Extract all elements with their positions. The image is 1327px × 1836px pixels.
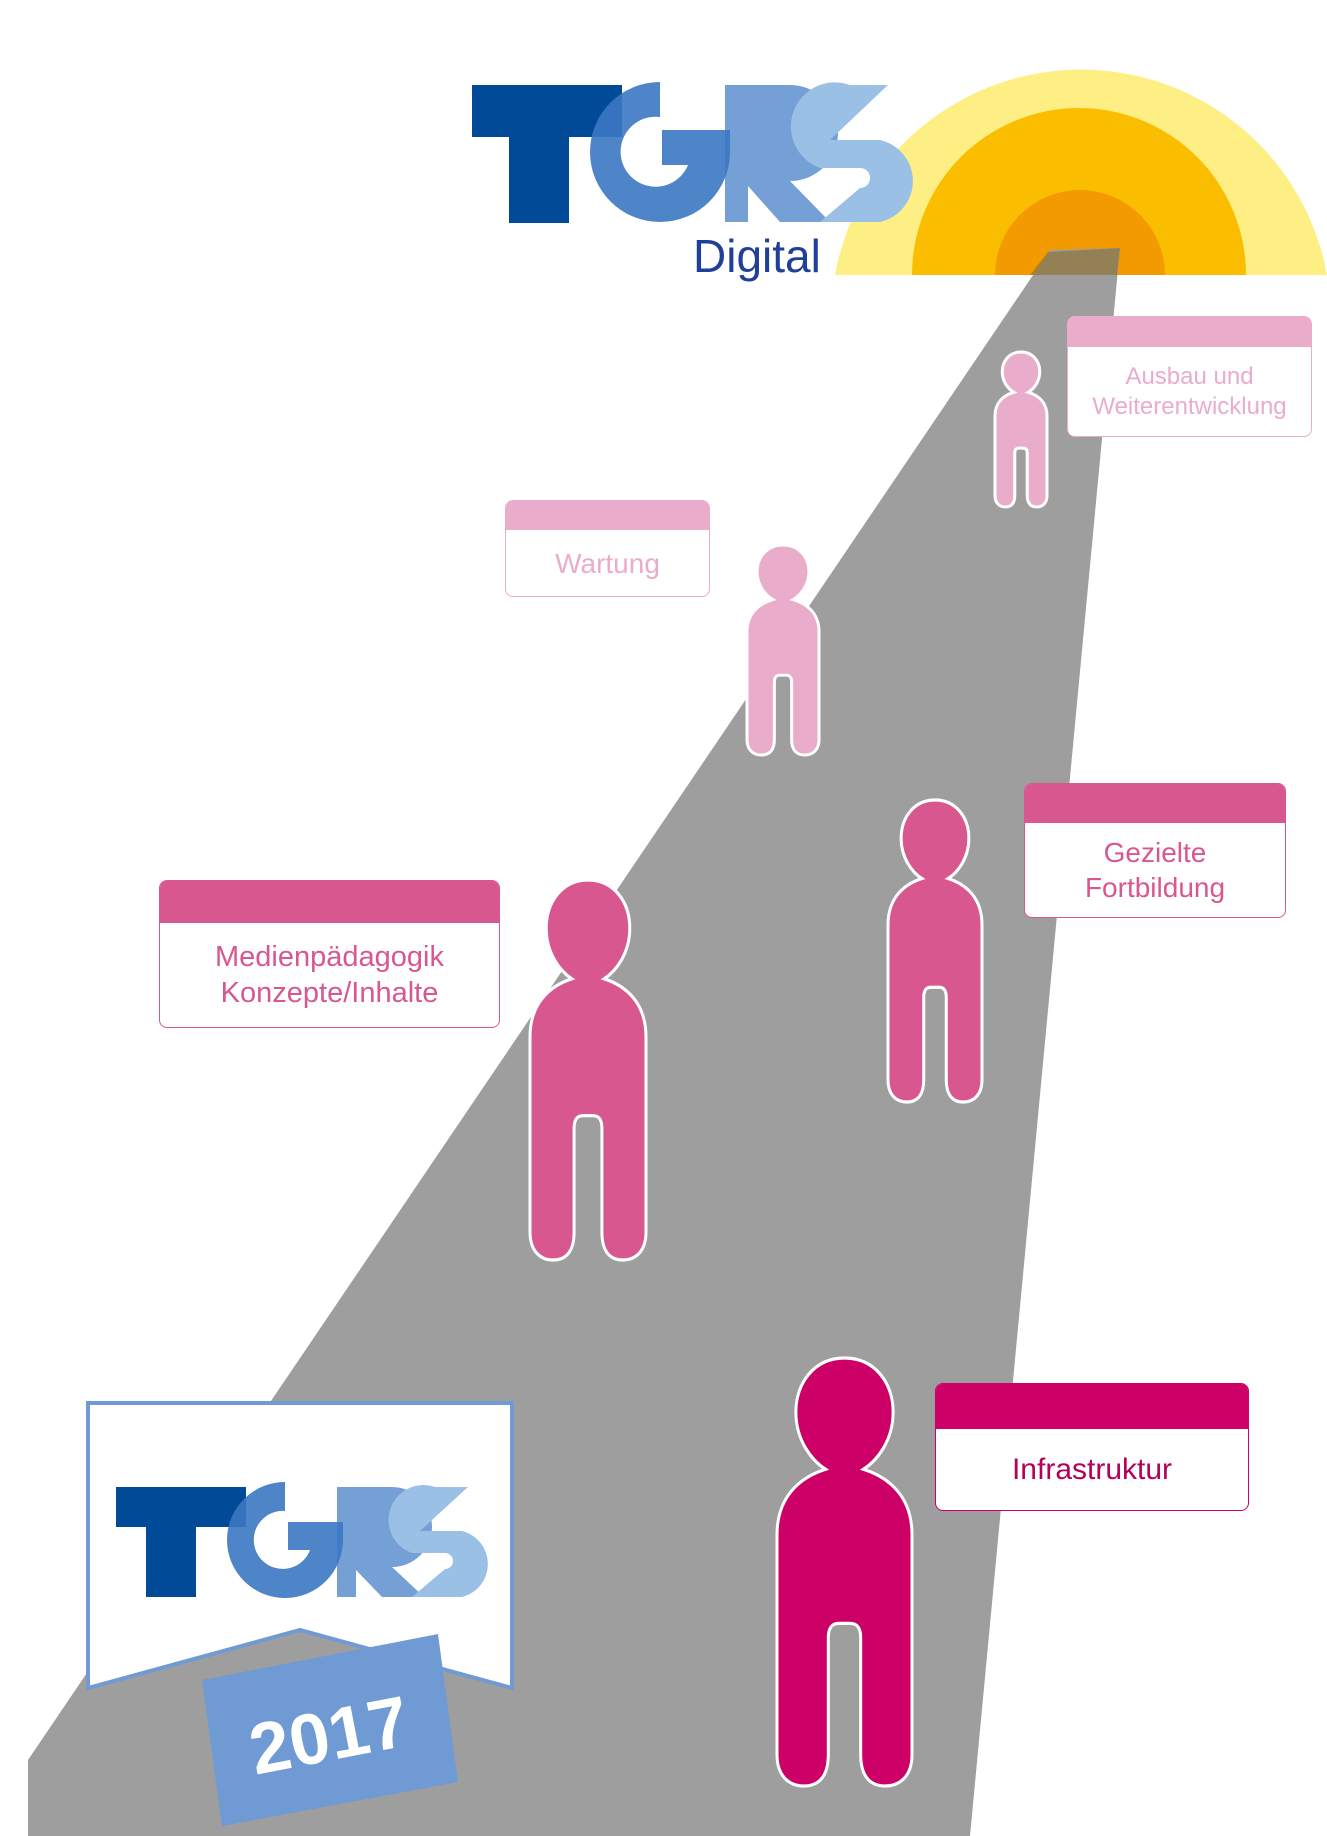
step-label-line: Infrastruktur: [1011, 1452, 1173, 1486]
step-label-infrastruktur: Infrastruktur: [935, 1383, 1249, 1511]
header-logo: [472, 82, 913, 223]
badge-logo-letter-s: [388, 1485, 488, 1597]
badge-logo-letter-t-stem: [146, 1487, 196, 1597]
step-label-text: Wartung: [506, 530, 709, 596]
step-label-wartung: Wartung: [505, 500, 710, 597]
step-label-header: [160, 881, 499, 923]
badge-logo-letter-g: [227, 1482, 343, 1598]
step-label-header: [506, 501, 709, 530]
person-figure-wartung: [745, 543, 821, 757]
step-label-line: Weiterentwicklung: [1092, 392, 1287, 420]
person-figure-ausbau: [993, 350, 1049, 509]
step-label-text: Infrastruktur: [936, 1429, 1248, 1510]
step-label-line: Ausbau und: [1125, 362, 1254, 390]
badge-2017: 2017: [86, 1401, 514, 1826]
step-label-line: Gezielte: [1103, 837, 1207, 868]
step-label-line: Konzepte/Inhalte: [220, 977, 439, 1009]
step-label-header: [1068, 317, 1311, 347]
badge-year-tag: [202, 1634, 458, 1826]
person-figure-infrastruktur: [775, 1356, 914, 1788]
step-label-line: Wartung: [555, 547, 660, 579]
person-figure-medienpaedagogik: [528, 878, 648, 1262]
logo-letter-g: [590, 82, 730, 222]
road-horizon-shadow: [1030, 248, 1120, 275]
step-label-header: [936, 1384, 1248, 1429]
person-figure-fortbildung: [886, 798, 984, 1104]
step-label-line: Medienpädagogik: [215, 940, 444, 973]
header-logo-subtitle: Digital: [693, 230, 821, 282]
sun: [835, 69, 1327, 275]
sun-inner-ring: [995, 190, 1165, 275]
badge-logo: [116, 1482, 488, 1598]
step-label-line: Fortbildung: [1084, 872, 1226, 903]
logo-letter-t-stem: [509, 85, 569, 223]
step-label-header: [1025, 784, 1285, 823]
logo-letter-s: [790, 82, 913, 222]
